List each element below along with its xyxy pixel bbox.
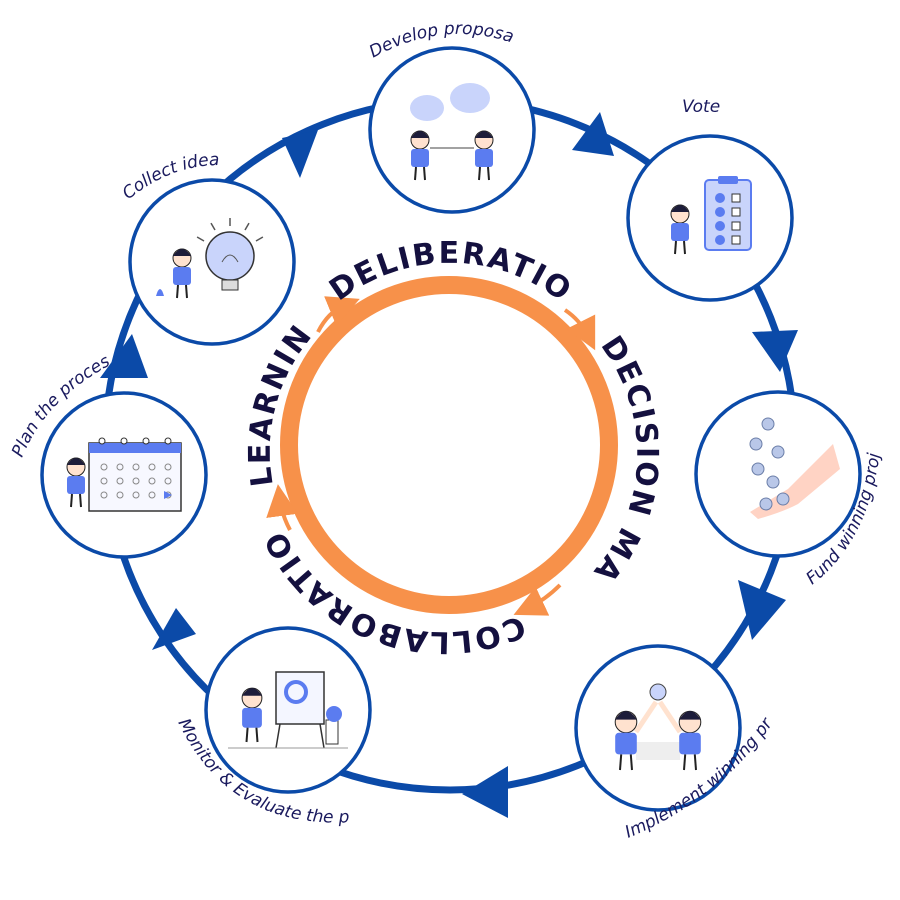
- step-label-plan-the-process: Plan the process: [0, 0, 113, 460]
- calendar-plan-icon: [66, 437, 182, 512]
- cycle-arrow-7: [100, 334, 148, 378]
- step-node: [128, 178, 296, 346]
- cycle-arrow-2: [572, 112, 614, 156]
- cycle-arrow-1: [282, 130, 318, 178]
- cycle-arrow-5: [462, 766, 508, 818]
- step-node: [694, 390, 862, 558]
- step-node: [368, 46, 536, 214]
- cycle-arrow-4: [738, 580, 786, 640]
- cycle-arrow-3: [752, 330, 798, 372]
- step-label-vote: Vote: [682, 97, 720, 117]
- high-five-lightbulb-icon: [614, 683, 702, 771]
- core-arrow-2: [563, 308, 596, 351]
- core-arrow-3: [513, 583, 562, 616]
- presentation-board-icon: [228, 671, 348, 749]
- step-node: [626, 134, 794, 302]
- step-node-circle: [694, 390, 862, 558]
- step-label-collect-ideas: Collect ideas: [0, 0, 220, 204]
- cycle-arrow-6: [152, 608, 196, 650]
- core-ring: [280, 276, 618, 614]
- hand-coins-icon: [749, 417, 840, 519]
- clipboard-vote-icon: [670, 176, 752, 255]
- step-node: [40, 391, 208, 559]
- step-node: [204, 626, 372, 794]
- core-arrow-1: [316, 296, 360, 333]
- step-node: [574, 644, 742, 812]
- step-node-circle: [574, 644, 742, 812]
- chat-bubbles-people-icon: [410, 83, 494, 181]
- step-node-circle: [368, 46, 536, 214]
- core-arrows: [266, 296, 596, 616]
- cycle-arrows: [100, 112, 798, 818]
- core-arrow-4: [266, 484, 298, 531]
- lightbulb-person-icon: [156, 218, 264, 299]
